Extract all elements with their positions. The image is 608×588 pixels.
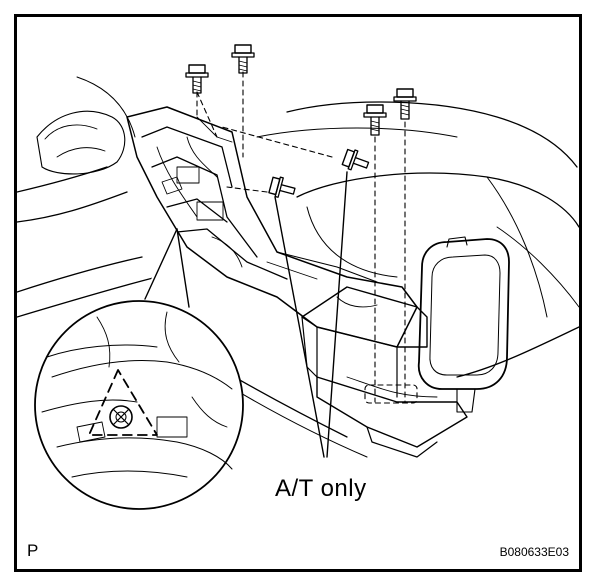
assembly-leader-lines [196, 71, 418, 404]
bolt-icon [231, 44, 255, 74]
bolt-icon [185, 64, 209, 94]
page-marker-label: P [27, 541, 39, 560]
center-console [126, 106, 468, 458]
armrest-lid [417, 236, 510, 413]
bolt-icon [363, 104, 387, 136]
bolt-icon [393, 88, 417, 120]
screw-icon [341, 148, 370, 171]
magnifier-detail-icon [34, 228, 244, 510]
diagram-frame: A/T only P B080633E03 [14, 14, 582, 572]
screw-icon [268, 176, 296, 198]
callout-leader-lines [274, 171, 348, 458]
at-only-callout-label: A/T only [275, 475, 367, 502]
console-exploded-drawing [17, 44, 579, 510]
figure-id-label: B080633E03 [499, 545, 569, 559]
